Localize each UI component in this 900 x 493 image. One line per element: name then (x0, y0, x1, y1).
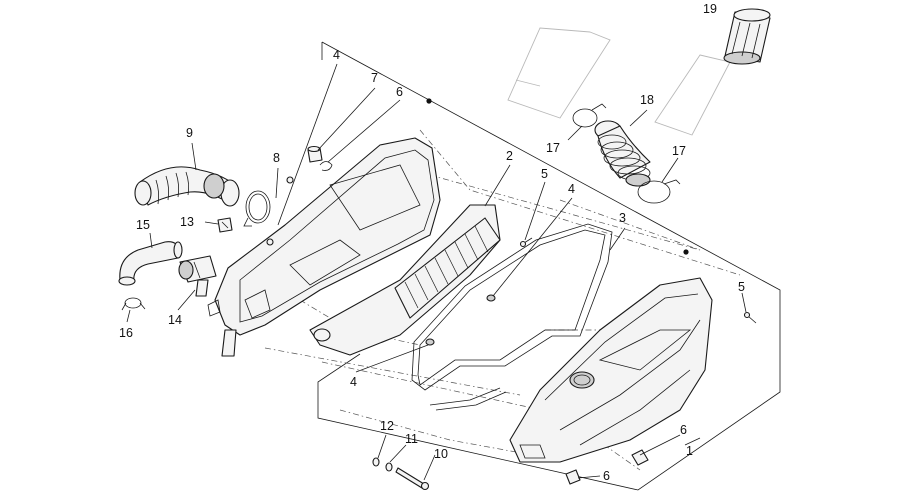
part-6-clip-upper (319, 161, 333, 171)
part-2-filter-element (309, 204, 501, 356)
part-17-clamp-lower (637, 179, 681, 204)
part-8-ring-clamp (243, 190, 271, 227)
part-14-valve (178, 255, 217, 297)
callout-5-right: 5 (738, 280, 745, 294)
callout-12: 12 (380, 419, 394, 433)
callout-3: 3 (619, 211, 626, 225)
callout-4-mid: 4 (568, 182, 575, 196)
callout-16: 16 (119, 326, 133, 340)
reference-dot-upper (426, 98, 432, 104)
part-6-clip-right (631, 449, 649, 466)
part-1-airbox-cover (509, 277, 713, 463)
part-15-hose (118, 241, 183, 286)
part-18-bellows (594, 120, 651, 187)
callout-7: 7 (371, 71, 378, 85)
callout-5-mid: 5 (541, 167, 548, 181)
part-16-spring-clamp (121, 297, 146, 311)
callout-9: 9 (186, 126, 193, 140)
callout-11: 11 (405, 432, 418, 446)
callout-8: 8 (273, 151, 280, 165)
part-5-screw-right (743, 311, 757, 324)
callout-13: 13 (180, 215, 194, 229)
callout-14: 14 (168, 313, 182, 327)
airbox-housing (207, 137, 441, 357)
part-10-bolt (395, 467, 430, 491)
part-13-clip (217, 217, 233, 233)
callout-17-left: 17 (546, 141, 560, 155)
part-7-sleeve (307, 145, 323, 163)
callout-19: 19 (703, 2, 717, 16)
part-3-gasket (411, 223, 613, 411)
callout-15: 15 (136, 218, 150, 232)
ghost-reference-shapes (507, 27, 731, 136)
part-12-washer (372, 457, 380, 467)
part-6-clip-lower (565, 469, 581, 485)
part-19-funnel (723, 8, 771, 65)
part-5-screw-upper (519, 237, 533, 248)
callout-10: 10 (434, 447, 448, 461)
callout-18: 18 (640, 93, 654, 107)
assembly-frame (317, 41, 781, 491)
part-17-clamp-upper (572, 103, 607, 128)
callout-6-bottom: 6 (603, 469, 610, 483)
callout-4-bottom: 4 (350, 375, 357, 389)
callout-6-right: 6 (680, 423, 687, 437)
callout-2: 2 (506, 149, 513, 163)
callout-1: 1 (686, 444, 693, 458)
callout-labels: 19 4 7 6 18 9 8 2 17 17 5 4 13 15 3 5 14… (119, 2, 745, 483)
leader-lines (126, 63, 747, 481)
reference-dot-right (683, 249, 689, 255)
part-11-washer (385, 462, 393, 472)
callout-17-right: 17 (672, 144, 686, 158)
callout-6-top: 6 (396, 85, 403, 99)
part-9-intake-duct (134, 166, 240, 207)
callout-4-top: 4 (333, 48, 340, 62)
